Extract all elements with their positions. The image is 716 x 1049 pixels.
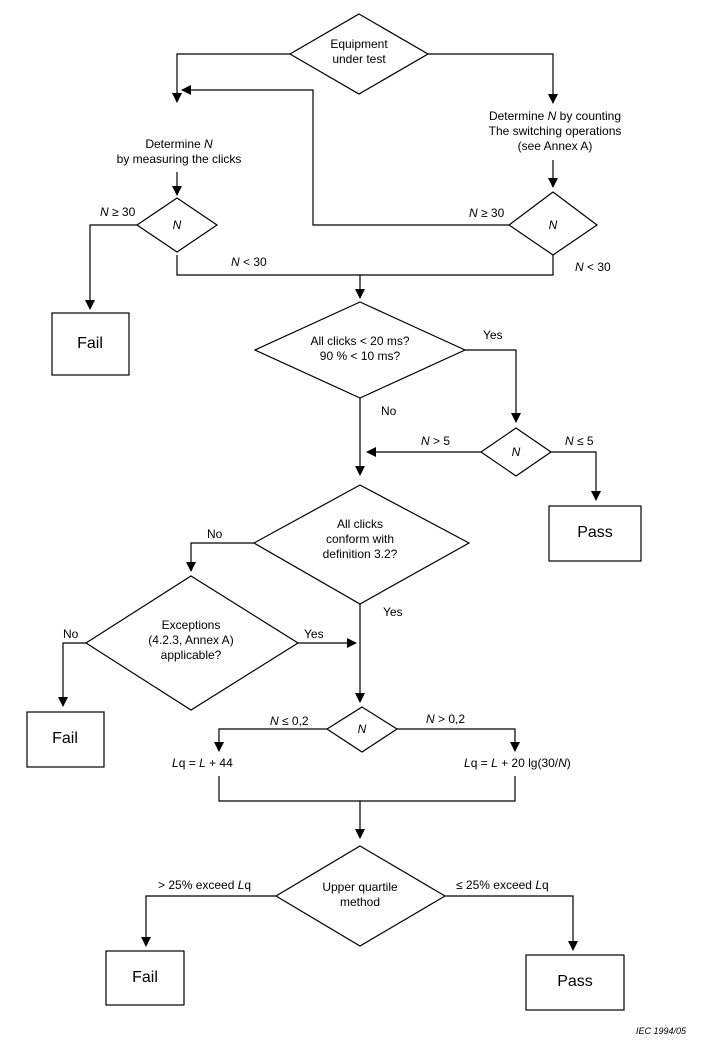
right-n-ge30-label: N ≥ 30 — [469, 206, 505, 220]
conform-no: No — [207, 527, 223, 541]
right-n-diamond-var: N — [549, 218, 558, 232]
connectors — [58, 53, 601, 951]
right-n-lt30-label: N < 30 — [575, 260, 611, 274]
conform-line1: All clicks — [337, 517, 383, 531]
quartile-line1: Upper quartile — [322, 880, 398, 894]
exceptions-diamond — [84, 575, 300, 711]
clicks-duration-diamond — [253, 301, 467, 399]
left-n-ge30-label: N ≥ 30 — [100, 205, 136, 219]
n-gt5-label: N > 5 — [421, 434, 450, 448]
n-le5-label: N ≤ 5 — [565, 434, 594, 448]
left-n-lt30-label: N < 30 — [231, 255, 267, 269]
start-label-line2: under test — [332, 52, 386, 66]
clicks-duration-yes: Yes — [483, 328, 503, 342]
pass-box-mid — [548, 505, 642, 562]
pass-box-mid-label: Pass — [577, 524, 613, 541]
quartile-right-label: ≤ 25% exceed Lq — [456, 878, 549, 892]
left-n-decision-diamond — [135, 197, 219, 253]
quartile-line2: method — [340, 895, 380, 909]
start-decision-diamond — [288, 13, 430, 95]
right-n-decision-diamond — [507, 191, 599, 256]
exceptions-yes: Yes — [304, 627, 324, 641]
fail-box-bottom — [105, 950, 185, 1006]
n-ratio-diamond — [325, 706, 399, 753]
clicks-duration-no: No — [381, 404, 397, 418]
conform-diamond — [252, 484, 471, 605]
n-ratio-le-label: N ≤ 0,2 — [270, 714, 309, 728]
fail-box-mid-label: Fail — [52, 730, 78, 747]
exceptions-line1: Exceptions — [162, 618, 221, 632]
n-ratio-gt-label: N > 0,2 — [426, 712, 465, 726]
measure-label-line1: Determine N — [145, 137, 213, 151]
quartile-diamond — [274, 845, 447, 947]
exceptions-no: No — [63, 627, 79, 641]
n-ratio-diamond-var: N — [358, 722, 367, 736]
pass-box-bottom — [525, 954, 625, 1011]
conform-line2: conform with — [326, 532, 394, 546]
clicks-duration-line1: All clicks < 20 ms? — [310, 334, 409, 348]
left-n-diamond-var: N — [173, 218, 182, 232]
measure-label-line2: by measuring the clicks — [117, 152, 242, 166]
footer-reference: IEC 1994/05 — [636, 1026, 687, 1036]
count-label-line3: (see Annex A) — [518, 139, 593, 153]
clicks-duration-line2: 90 % < 10 ms? — [320, 349, 401, 363]
formula-left: Lq = L + 44 — [172, 756, 233, 770]
conform-yes: Yes — [383, 605, 403, 619]
fail-box-bottom-label: Fail — [132, 969, 158, 986]
formula-right: Lq = L + 20 lg(30/N) — [464, 756, 571, 770]
fail-box-mid — [26, 711, 105, 768]
conform-line3: definition 3.2? — [323, 547, 398, 561]
exceptions-line3: applicable? — [161, 648, 222, 662]
start-label-line1: Equipment — [330, 37, 388, 51]
count-label-line1: Determine N by counting — [489, 109, 621, 123]
pass-box-bottom-label: Pass — [557, 973, 593, 990]
quartile-left-label: > 25% exceed Lq — [158, 878, 251, 892]
count-label-line2: The switching operations — [489, 124, 622, 138]
n-count-diamond-var: N — [512, 445, 521, 459]
n-count-diamond — [479, 427, 553, 477]
fail-box-top — [51, 312, 130, 376]
fail-box-top-label: Fail — [77, 335, 103, 352]
exceptions-line2: (4.2.3, Annex A) — [148, 633, 233, 647]
